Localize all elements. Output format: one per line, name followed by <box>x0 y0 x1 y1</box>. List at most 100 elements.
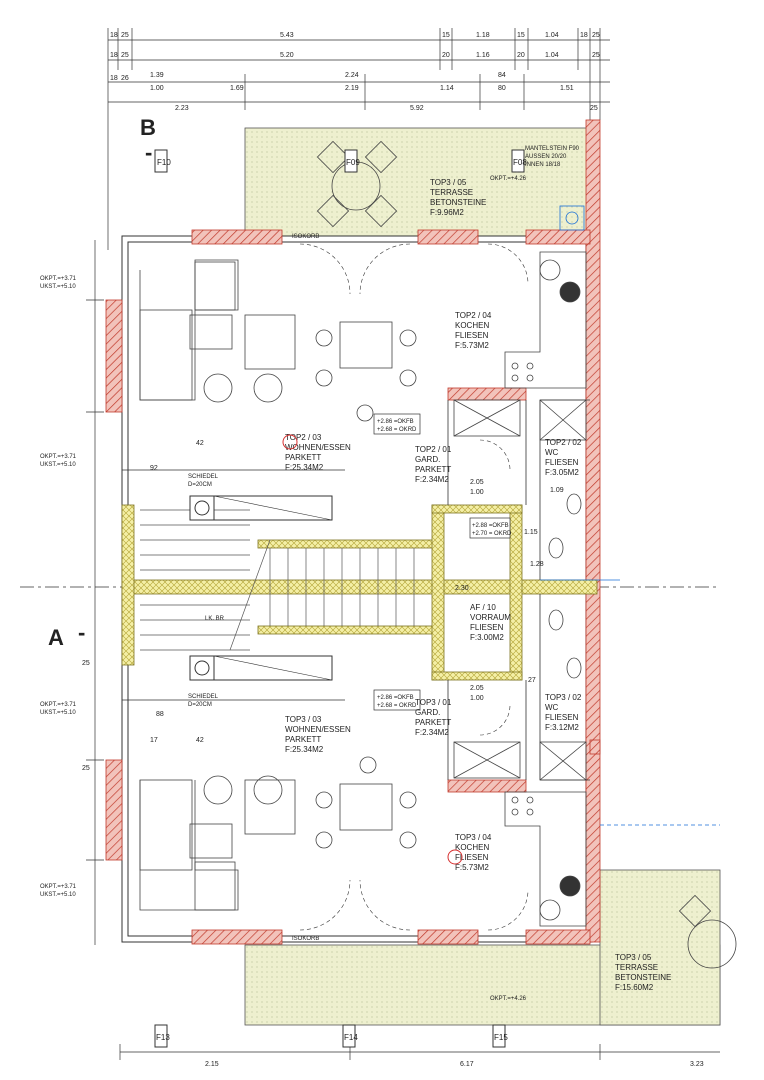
dim-label: 1.69 <box>230 85 244 92</box>
room-label-living-bottom: TOP3 / 03 WOHNEN/ESSEN PARKETT F:25.34M2 <box>285 715 351 754</box>
room-floor: FLIESEN <box>455 853 489 862</box>
room-name: TOP2 / 02 <box>545 438 582 447</box>
room-floor: PARKETT <box>415 718 451 727</box>
room-floor: FLIESEN <box>545 458 579 467</box>
dim-label: 1.14 <box>440 85 454 92</box>
dim-label: 25 <box>592 52 600 59</box>
kitchen-bottom <box>504 791 587 927</box>
dim-label: 92 <box>150 465 158 472</box>
lk-note: LK. BR <box>205 616 225 622</box>
level-okfb: +2.88 =OKFB <box>472 523 509 529</box>
level-box-core: +2.88 =OKFB +2.70 = OKRD <box>469 517 512 539</box>
exterior-walls <box>105 119 601 945</box>
room-name: TOP2 / 01 <box>415 445 452 454</box>
room-area: F:3.12M2 <box>545 723 579 732</box>
dining-table-bottom <box>315 756 417 849</box>
room-name: TOP2 / 04 <box>455 311 492 320</box>
grid-tags: F10 F09 F08 F13 F14 F15 <box>154 149 527 1048</box>
dim-label: 27 <box>528 677 536 684</box>
isokorb-note: ISOKORB <box>292 234 319 240</box>
room-area: F:25.34M2 <box>285 463 324 472</box>
room-area: F:15.60M2 <box>615 983 654 992</box>
level-label: OKPT.=+3.71 <box>40 702 77 708</box>
dim-label: 20 <box>517 52 525 59</box>
level-label: UKST.=+5.10 <box>40 284 76 290</box>
blue-annotations <box>540 205 720 826</box>
dim-label: 84 <box>498 72 506 79</box>
room-name: TOP3 / 05 <box>430 178 467 187</box>
wc-fixtures <box>548 493 582 679</box>
dim-label: 26 <box>121 75 129 82</box>
stair-treads <box>140 509 415 651</box>
dim-label: 1.00 <box>470 489 484 496</box>
level-label: UKST.=+5.10 <box>40 462 76 468</box>
dim-label: 1.28 <box>530 561 544 568</box>
room-floor: PARKETT <box>285 453 321 462</box>
dim-label: 18 <box>110 52 118 59</box>
room-name: TOP3 / 05 <box>615 953 652 962</box>
section-mark-b: B <box>140 115 156 140</box>
room-area: F:3.05M2 <box>545 468 579 477</box>
dim-label: 1.15 <box>524 529 538 536</box>
dim-label: 2.19 <box>345 85 359 92</box>
dim-label: 3.23 <box>690 1061 704 1068</box>
room-type: GARD. <box>415 455 440 464</box>
chimney-note: SCHIEDEL <box>188 694 219 700</box>
chimney-bottom <box>189 655 333 681</box>
dim-label: 25 <box>590 105 598 112</box>
dim-label: 2.05 <box>470 685 484 692</box>
dim-label: 1.39 <box>150 72 164 79</box>
room-type: TERRASSE <box>615 963 658 972</box>
section-dash: - <box>145 140 152 165</box>
dim-label: 1.00 <box>470 695 484 702</box>
level-okrd: +2.70 = OKRD <box>472 531 512 537</box>
room-floor: PARKETT <box>285 735 321 744</box>
dim-label: 18 <box>110 75 118 82</box>
level-label: OKPT.=+3.71 <box>40 884 77 890</box>
innen-note: INNEN 18/18 <box>525 162 561 168</box>
room-name: TOP3 / 03 <box>285 715 322 724</box>
room-floor: FLIESEN <box>455 331 489 340</box>
dim-label: 2.30 <box>455 585 469 592</box>
dim-label: 42 <box>196 440 204 447</box>
door-swings <box>299 243 529 931</box>
dim-label: 1.04 <box>545 32 559 39</box>
mantelstein-note: MANTELSTEIN F90 <box>525 146 580 152</box>
room-label-terrace-bottom: TOP3 / 05 TERRASSE BETONSTEINE F:15.60M2 <box>615 953 671 992</box>
level-label: UKST.=+5.10 <box>40 892 76 898</box>
room-type: VORRAUM <box>470 613 511 622</box>
room-type: GARD. <box>415 708 440 717</box>
dimension-lines-bottom <box>119 1044 720 1060</box>
room-name: TOP3 / 04 <box>455 833 492 842</box>
room-label-garderobe-top: TOP2 / 01 GARD. PARKETT F:2.34M2 <box>415 445 452 484</box>
grid-tag-f15: F15 <box>494 1033 508 1042</box>
level-okfb: +2.86 =OKFB <box>377 419 414 425</box>
grid-tag-f13: F13 <box>156 1033 170 1042</box>
level-label: UKST.=+5.10 <box>40 710 76 716</box>
room-floor: PARKETT <box>415 465 451 474</box>
chimney-top <box>189 495 333 521</box>
grid-tag-f14: F14 <box>344 1033 358 1042</box>
dimension-lines-top <box>107 28 610 250</box>
room-area: F:5.73M2 <box>455 341 489 350</box>
level-okrd: +2.68 = OKRD <box>377 427 417 433</box>
dim-label: 2.24 <box>345 72 359 79</box>
dim-label: 5.20 <box>280 52 294 59</box>
room-area: F:5.73M2 <box>455 863 489 872</box>
level-box-top: +2.86 =OKFB +2.68 = OKRD <box>373 413 421 435</box>
level-okrd: +2.68 = OKRD <box>377 703 417 709</box>
room-type: KOCHEN <box>455 321 489 330</box>
room-label-kitchen-top: TOP2 / 04 KOCHEN FLIESEN F:5.73M2 <box>455 311 492 350</box>
room-type: WC <box>545 448 559 457</box>
dim-label: 25 <box>121 32 129 39</box>
terrace-top <box>244 127 591 237</box>
dimension-lines-left <box>86 240 104 945</box>
section-mark-a: A <box>48 625 64 650</box>
grid-tag-f08: F08 <box>513 158 527 167</box>
room-type: WOHNEN/ESSEN <box>285 443 351 452</box>
isokorb-note: ISOKORB <box>292 936 319 942</box>
dim-label: 25 <box>121 52 129 59</box>
dim-label: 15 <box>442 32 450 39</box>
room-area: F:9.96M2 <box>430 208 464 217</box>
